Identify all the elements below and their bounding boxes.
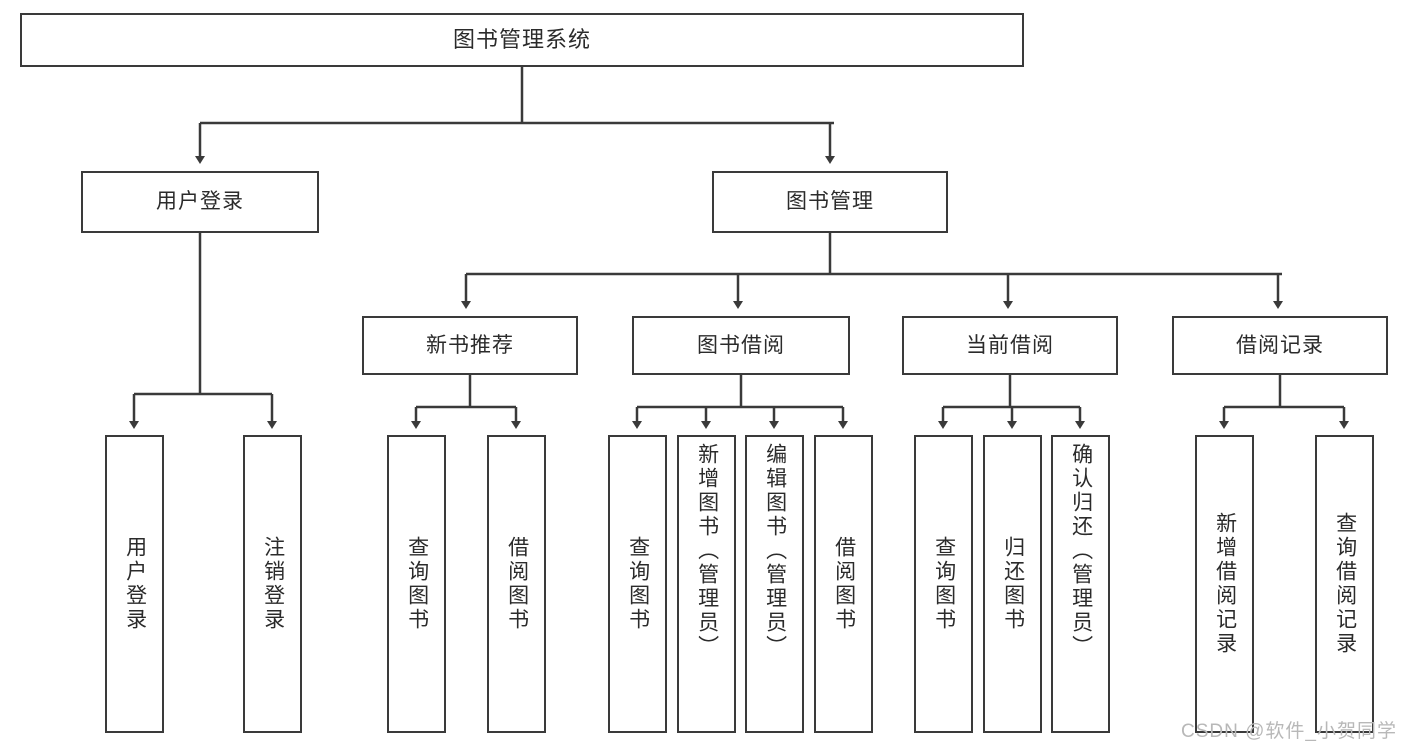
node-leaf-query-book-borrow-label: 查询图书	[626, 536, 650, 632]
node-leaf-user-login-label: 用户登录	[123, 536, 147, 632]
node-leaf-return-book-label: 归还图书	[1001, 536, 1025, 632]
node-leaf-logout-login-label: 注销登录	[261, 536, 285, 632]
node-leaf-query-book-current[interactable]: 查询图书	[914, 435, 973, 733]
node-leaf-logout-login[interactable]: 注销登录	[243, 435, 302, 733]
node-leaf-query-book-recommend-label: 查询图书	[405, 536, 429, 632]
node-user-login[interactable]: 用户登录	[81, 171, 319, 233]
node-new-book-recommend-label: 新书推荐	[426, 333, 514, 357]
node-current-borrow[interactable]: 当前借阅	[902, 316, 1118, 375]
node-leaf-add-book-admin[interactable]: 新增图书（管理员）	[677, 435, 736, 733]
node-leaf-query-borrow-record[interactable]: 查询借阅记录	[1315, 435, 1374, 733]
node-new-book-recommend[interactable]: 新书推荐	[362, 316, 578, 375]
node-leaf-query-book-current-label: 查询图书	[932, 536, 956, 632]
node-leaf-query-book-recommend[interactable]: 查询图书	[387, 435, 446, 733]
node-leaf-add-borrow-record[interactable]: 新增借阅记录	[1195, 435, 1254, 733]
node-leaf-borrow-book-borrow-label: 借阅图书	[832, 536, 856, 632]
node-leaf-confirm-return-admin-label: 确认归还（管理员）	[1069, 443, 1093, 659]
node-current-borrow-label: 当前借阅	[966, 333, 1054, 357]
watermark: CSDN @软件_小贺同学	[1181, 721, 1397, 742]
node-root[interactable]: 图书管理系统	[20, 13, 1024, 67]
node-book-borrow[interactable]: 图书借阅	[632, 316, 850, 375]
node-leaf-query-borrow-record-label: 查询借阅记录	[1333, 512, 1357, 656]
node-borrow-record[interactable]: 借阅记录	[1172, 316, 1388, 375]
node-book-management[interactable]: 图书管理	[712, 171, 948, 233]
node-leaf-confirm-return-admin[interactable]: 确认归还（管理员）	[1051, 435, 1110, 733]
node-leaf-edit-book-admin[interactable]: 编辑图书（管理员）	[745, 435, 804, 733]
node-leaf-borrow-book-borrow[interactable]: 借阅图书	[814, 435, 873, 733]
node-leaf-add-book-admin-label: 新增图书（管理员）	[695, 443, 719, 659]
node-leaf-edit-book-admin-label: 编辑图书（管理员）	[763, 443, 787, 659]
node-user-login-label: 用户登录	[156, 190, 244, 214]
node-leaf-add-borrow-record-label: 新增借阅记录	[1213, 512, 1237, 656]
node-leaf-borrow-book-recommend-label: 借阅图书	[505, 536, 529, 632]
node-root-label: 图书管理系统	[452, 26, 591, 52]
node-borrow-record-label: 借阅记录	[1236, 333, 1324, 357]
node-book-borrow-label: 图书借阅	[697, 333, 785, 357]
node-leaf-borrow-book-recommend[interactable]: 借阅图书	[487, 435, 546, 733]
node-leaf-return-book[interactable]: 归还图书	[983, 435, 1042, 733]
node-book-management-label: 图书管理	[786, 190, 874, 214]
node-leaf-query-book-borrow[interactable]: 查询图书	[608, 435, 667, 733]
node-leaf-user-login[interactable]: 用户登录	[105, 435, 164, 733]
